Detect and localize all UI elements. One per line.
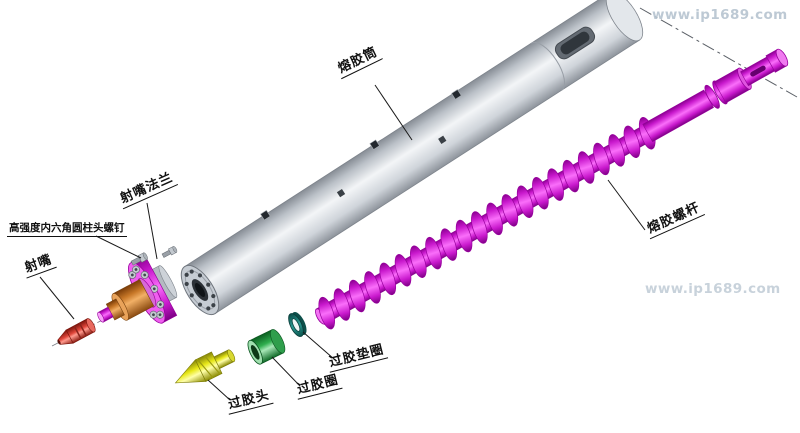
nozzle-graphic	[57, 318, 96, 345]
hex-screw-graphic-2	[161, 246, 178, 258]
leader-screw	[607, 179, 646, 231]
centerline-screw-axis	[639, 7, 798, 98]
melt-ring-graphic	[247, 329, 286, 365]
watermark-top-right: www.ip1689.com	[652, 7, 788, 23]
leader-barrel	[374, 84, 413, 141]
hex-screw-graphic	[130, 252, 148, 266]
leader-melt-head	[207, 379, 231, 401]
melt-head-graphic	[174, 349, 236, 384]
label-hex-screws: 高强度内六角圆柱头螺钉	[7, 221, 127, 237]
leader-flange	[146, 202, 158, 260]
leader-lines	[39, 84, 646, 401]
leader-melt-ring	[271, 356, 301, 387]
leader-washer	[302, 331, 335, 360]
screw-keyway	[750, 65, 766, 77]
leader-hex-screws	[95, 235, 142, 259]
watermark-middle: www.ip1689.com	[645, 281, 781, 297]
washer-graphic	[288, 311, 307, 337]
flange-graphic	[97, 254, 178, 324]
screw-graphic	[315, 48, 789, 330]
leader-nozzle	[39, 276, 75, 320]
barrel-graphic	[180, 0, 644, 316]
